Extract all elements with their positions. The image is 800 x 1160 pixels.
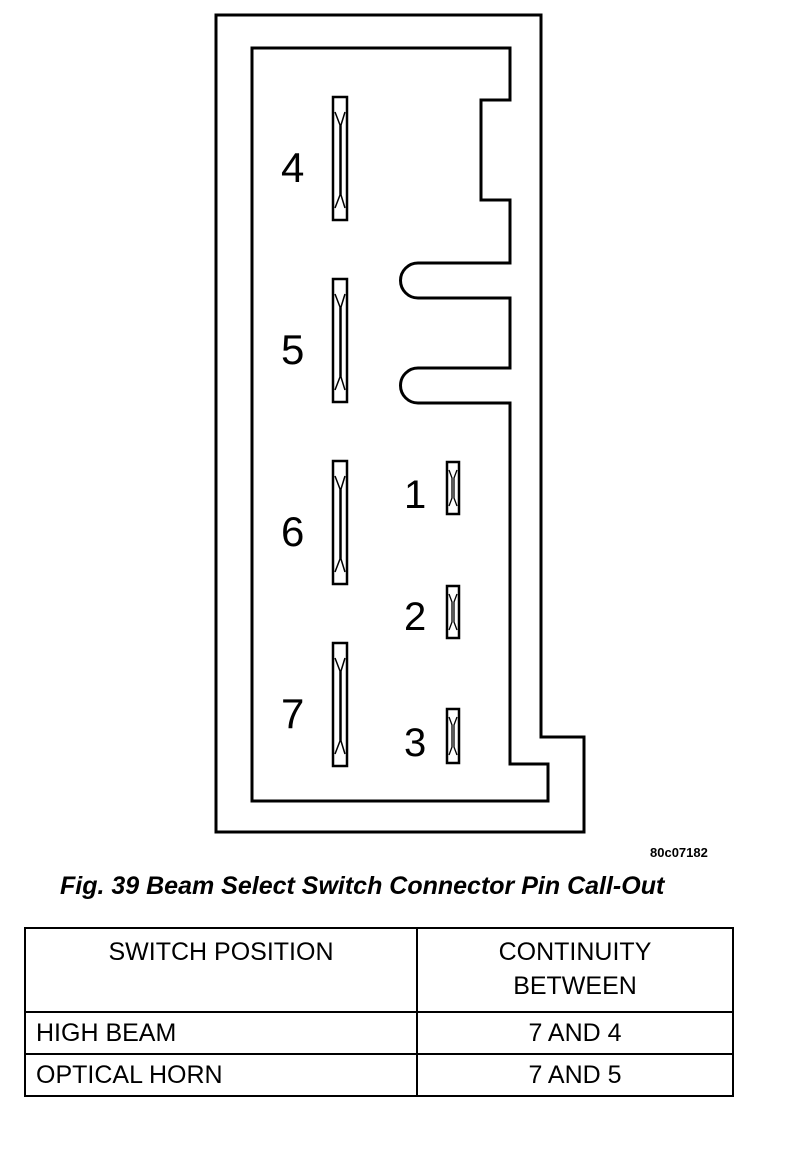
header-continuity-line1: CONTINUITY bbox=[498, 938, 652, 966]
pin-label-4: 4 bbox=[281, 144, 304, 191]
continuity-table: SWITCH POSITION CONTINUITY BETWEEN HIGH … bbox=[24, 927, 734, 1097]
pin-5-terminal bbox=[331, 277, 349, 404]
table-header-row: SWITCH POSITION CONTINUITY BETWEEN bbox=[24, 927, 734, 1013]
table-row: HIGH BEAM 7 AND 4 bbox=[24, 1011, 734, 1055]
pin-label-1: 1 bbox=[404, 473, 426, 517]
pin-label-7: 7 bbox=[281, 690, 304, 737]
pin-2-terminal bbox=[445, 584, 461, 640]
pin-4-terminal bbox=[331, 95, 349, 222]
header-switch-position: SWITCH POSITION bbox=[24, 927, 418, 1013]
header-continuity-line2: BETWEEN bbox=[513, 972, 637, 1000]
cell-continuity: 7 AND 4 bbox=[416, 1011, 734, 1055]
cell-switch-position: OPTICAL HORN bbox=[24, 1053, 418, 1097]
pin-label-5: 5 bbox=[281, 326, 304, 373]
cell-switch-position: HIGH BEAM bbox=[24, 1011, 418, 1055]
connector-housing-outer bbox=[214, 13, 586, 834]
connector-housing-inner bbox=[250, 46, 550, 803]
figure-reference-code: 80c07182 bbox=[650, 845, 708, 860]
pin-7-terminal bbox=[331, 641, 349, 768]
header-continuity-between: CONTINUITY BETWEEN bbox=[416, 927, 734, 1013]
pin-label-6: 6 bbox=[281, 508, 304, 555]
pin-label-3: 3 bbox=[404, 721, 426, 765]
pin-label-2: 2 bbox=[404, 595, 426, 639]
pin-3-terminal bbox=[445, 707, 461, 765]
figure-caption: Fig. 39 Beam Select Switch Connector Pin… bbox=[60, 872, 665, 900]
pin-1-terminal bbox=[445, 460, 461, 516]
connector-diagram: 4 5 6 7 1 2 3 bbox=[214, 13, 586, 834]
pin-6-terminal bbox=[331, 459, 349, 586]
table-row: OPTICAL HORN 7 AND 5 bbox=[24, 1053, 734, 1097]
cell-continuity: 7 AND 5 bbox=[416, 1053, 734, 1097]
